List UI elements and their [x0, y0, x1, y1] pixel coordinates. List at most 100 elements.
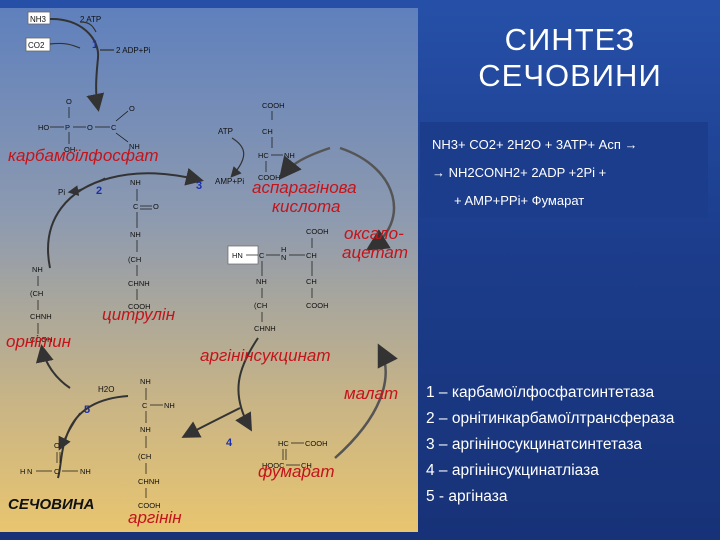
step5-arrow: [57, 395, 129, 479]
svg-text:CHNH: CHNH: [128, 279, 150, 288]
aspartate-label-line2: кислота: [272, 197, 341, 216]
svg-text:HO: HO: [38, 123, 49, 132]
svg-text:C: C: [259, 251, 265, 260]
svg-text:O: O: [66, 97, 72, 106]
svg-text:NH: NH: [130, 230, 141, 239]
step1-out-arrow: [79, 21, 114, 51]
svg-text:NH: NH: [256, 277, 267, 286]
svg-text:P: P: [65, 123, 70, 132]
svg-text:(CH: (CH: [138, 452, 151, 461]
svg-text:HC: HC: [278, 439, 289, 448]
svg-text:C: C: [133, 202, 139, 211]
step-2-number: 2: [96, 185, 102, 197]
fumarate-label: фумарат: [258, 462, 335, 481]
step1-side-arrow: [49, 42, 81, 49]
svg-text:N: N: [27, 467, 32, 476]
enzyme-3: 3 – аргініносукцинатсинтетаза: [426, 436, 643, 453]
arginine-label: аргінін: [128, 508, 182, 527]
co2-box: [25, 37, 51, 52]
svg-text:C: C: [142, 401, 148, 410]
urea-structure: O H N C NH: [20, 441, 91, 476]
atp2-label: 2 ATP: [80, 15, 101, 24]
svg-text:O: O: [54, 441, 60, 450]
step2-side-arrow: [67, 177, 106, 196]
malate-label: малат: [344, 384, 399, 403]
svg-text:N: N: [281, 253, 286, 262]
title-line-2: СЕЧОВИНИ: [478, 58, 662, 93]
svg-text:COOH: COOH: [305, 439, 328, 448]
svg-text:OH: OH: [64, 145, 75, 154]
enzyme-5: 5 - аргіназа: [426, 488, 508, 505]
amp-ppi-label: AMP+Pi: [215, 177, 244, 186]
h2o-label: H2O: [98, 385, 114, 394]
equation-line-1: NH3+ CO2+ 2H2O + 3ATP+ Асп →: [432, 137, 638, 152]
citrulline-structure: NH C O NH (CH CHNH COOH: [128, 178, 159, 311]
step-1-number: 1: [92, 39, 98, 51]
svg-text:NH: NH: [284, 151, 295, 160]
svg-text:CH: CH: [306, 277, 317, 286]
step2-arrow: [47, 168, 204, 269]
svg-text:C: C: [111, 123, 117, 132]
svg-text:COOH: COOH: [128, 302, 151, 311]
svg-text:CH: CH: [301, 461, 312, 470]
ornithine-structure: NH (CH CHNH COOH: [30, 265, 53, 344]
argininosuccinate-structure: HN C H N CH COOH NH (CH CHNH CH COOH: [227, 227, 329, 333]
fumarate-cycle-arrow: [334, 343, 398, 459]
svg-text:HOOC: HOOC: [262, 461, 285, 470]
ornithine-label: орнітин: [6, 332, 72, 351]
diagram-panel: NH3 CO2 2 ATP 2 ADP+Pi 1 O HO P O C: [0, 8, 418, 532]
svg-text:CHNH: CHNH: [254, 324, 276, 333]
svg-text:COOH: COOH: [306, 301, 329, 310]
svg-text:CHNH: CHNH: [138, 477, 160, 486]
svg-text:C: C: [54, 467, 60, 476]
svg-text:NH: NH: [140, 377, 151, 386]
svg-text:CHNH: CHNH: [30, 312, 52, 321]
atp-label: ATP: [218, 127, 233, 136]
urea-cycle-diagram: NH3 CO2 2 ATP 2 ADP+Pi 1 O HO P O C: [20, 11, 398, 510]
carbamoyl-phosphate-structure: O HO P O C O NH OH: [38, 97, 140, 154]
argininosuccinate-label: аргінінсукцинат: [200, 346, 331, 365]
svg-text:NH: NH: [164, 401, 175, 410]
svg-text:NH: NH: [140, 425, 151, 434]
fumarate-structure: HC COOH HOOC CH: [262, 439, 328, 470]
title-line-1: СИНТЕЗ: [504, 22, 636, 57]
arginine-structure: NH C NH NH (CH CHNH COOH: [138, 377, 175, 510]
svg-text:O: O: [129, 104, 135, 113]
co2-label: CO2: [28, 41, 45, 50]
step-5-number: 5: [84, 404, 90, 416]
svg-text:COOH: COOH: [138, 501, 161, 510]
svg-text:HC: HC: [258, 151, 269, 160]
adp-pi-label: 2 ADP+Pi: [116, 46, 151, 55]
svg-text:NH: NH: [80, 467, 91, 476]
svg-text:(CH: (CH: [30, 289, 43, 298]
step4-arrow: [235, 337, 259, 432]
nh3-label: NH3: [30, 15, 47, 24]
svg-text:COOH: COOH: [262, 101, 285, 110]
equation-line-2: → NH2CONH2+ 2ADP +2Pi +: [432, 165, 607, 180]
equation-line-3: + AMP+PPi+ Фумарат: [454, 193, 585, 208]
enzyme-2: 2 – орнітинкарбамоїлтрансфераза: [426, 410, 675, 427]
urea-label: СЕЧОВИНА: [8, 496, 95, 513]
svg-text:HN: HN: [232, 251, 243, 260]
svg-text:(CH: (CH: [128, 255, 141, 264]
svg-text:NH: NH: [130, 178, 141, 187]
svg-text:H: H: [281, 245, 286, 254]
step5-ornithine-arrow: [35, 344, 71, 389]
svg-text:COOH: COOH: [258, 173, 281, 182]
oxaloacetate-label-line1: оксало-: [344, 224, 404, 243]
arginine-arrow: [181, 407, 241, 438]
step-4-number: 4: [226, 437, 233, 449]
svg-text:NH: NH: [129, 142, 140, 151]
svg-text:O: O: [87, 123, 93, 132]
svg-text:H: H: [20, 467, 25, 476]
svg-text:COOH: COOH: [30, 335, 53, 344]
step-3-number: 3: [196, 180, 202, 192]
step3-side-arrow: [230, 137, 245, 178]
aspartate-cycle-arrow: [339, 146, 396, 251]
svg-text:(CH: (CH: [254, 301, 267, 310]
overall-equation: NH3+ CO2+ 2H2O + 3ATP+ Асп → → NH2CONH2+…: [420, 122, 708, 218]
svg-text:NH: NH: [32, 265, 43, 274]
svg-text:CH: CH: [262, 127, 273, 136]
enzyme-1: 1 – карбамоїлфосфатсинтетаза: [426, 384, 655, 401]
pi-label: Pi: [58, 188, 65, 197]
